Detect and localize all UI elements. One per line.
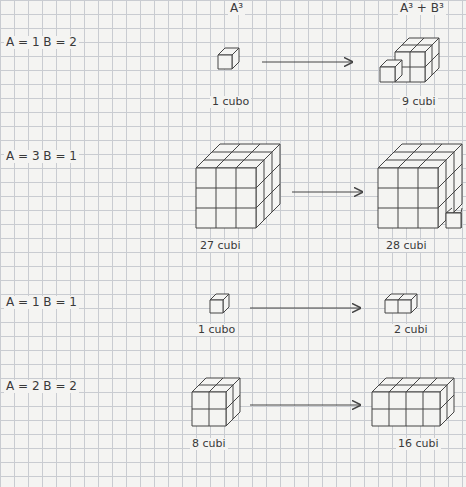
- column-heading: A³ + B³: [398, 2, 446, 15]
- cube-edge: [394, 152, 454, 153]
- row-label: A = 3 B = 1: [4, 150, 79, 163]
- cube-edge: [216, 144, 240, 168]
- cube-edge: [226, 395, 240, 409]
- cube-edge: [378, 188, 438, 189]
- cube-edge: [272, 152, 273, 212]
- cube-edge: [216, 168, 217, 228]
- cube-edge: [440, 395, 454, 409]
- cube-edge: [461, 208, 462, 213]
- count-label: 16 cubi: [396, 438, 441, 450]
- cube-face: [395, 60, 402, 82]
- cube-edge: [398, 144, 422, 168]
- cube-face: [372, 392, 440, 426]
- arrow-line: [262, 61, 352, 62]
- cube-edge: [418, 168, 419, 228]
- cube-face: [395, 52, 425, 82]
- count-label: 8 cubi: [190, 438, 228, 450]
- cube-face: [210, 300, 223, 313]
- arrow-line: [292, 191, 362, 192]
- count-label: 28 cubi: [384, 240, 429, 252]
- row-label: A = 2 B = 2: [4, 380, 79, 393]
- cube-edge: [212, 152, 272, 153]
- cube-edge: [209, 378, 223, 392]
- count-label: 27 cubi: [198, 240, 243, 252]
- cube-face: [256, 144, 280, 228]
- cube-face: [226, 378, 240, 426]
- cube-edge: [256, 164, 280, 188]
- cube-edge: [438, 184, 462, 208]
- cube-edge: [204, 160, 264, 161]
- cube-face: [196, 168, 256, 228]
- cube-edge: [398, 168, 399, 228]
- cube-edge: [264, 160, 265, 220]
- cube-edge: [438, 164, 462, 188]
- cube-edge: [386, 160, 446, 161]
- cube-face: [438, 144, 462, 228]
- cube-edge: [406, 378, 420, 392]
- cube-edge: [389, 378, 403, 392]
- cube-edge: [446, 160, 447, 220]
- cube-face: [425, 38, 439, 82]
- cube-face: [232, 48, 239, 69]
- cube-edge: [196, 208, 256, 209]
- count-label: 2 cubi: [392, 324, 430, 336]
- arrow-line: [250, 307, 360, 308]
- cube-face: [218, 55, 232, 69]
- cube-edge: [410, 38, 424, 52]
- cube-face: [378, 168, 438, 228]
- count-label: 1 cubo: [210, 96, 251, 108]
- cube-edge: [196, 188, 256, 189]
- cube-edge: [372, 409, 440, 410]
- cube-edge: [454, 152, 455, 212]
- count-label: 9 cubi: [400, 96, 438, 108]
- cube-edge: [236, 168, 237, 228]
- cube-edge: [423, 378, 437, 392]
- column-heading: A³: [228, 2, 245, 15]
- cube-edge: [425, 53, 439, 67]
- row-label: A = 1 B = 2: [4, 36, 79, 49]
- cube-face: [223, 294, 229, 313]
- row-label: A = 1 B = 1: [4, 296, 79, 309]
- cube-face: [380, 67, 395, 82]
- cube-edge: [378, 208, 438, 209]
- cube-face: [446, 213, 461, 228]
- cube-edge: [236, 144, 260, 168]
- count-label: 1 cubo: [196, 324, 237, 336]
- cube-edge: [398, 300, 399, 313]
- cube-face: [411, 294, 417, 313]
- cube-face: [440, 378, 454, 426]
- cube-edge: [398, 294, 404, 300]
- cube-edge: [192, 409, 226, 410]
- cube-edge: [256, 184, 280, 208]
- cube-face: [385, 300, 411, 313]
- cube-edge: [418, 144, 442, 168]
- cube-edge: [446, 208, 452, 213]
- cube-face: [192, 392, 226, 426]
- arrow-line: [250, 404, 360, 405]
